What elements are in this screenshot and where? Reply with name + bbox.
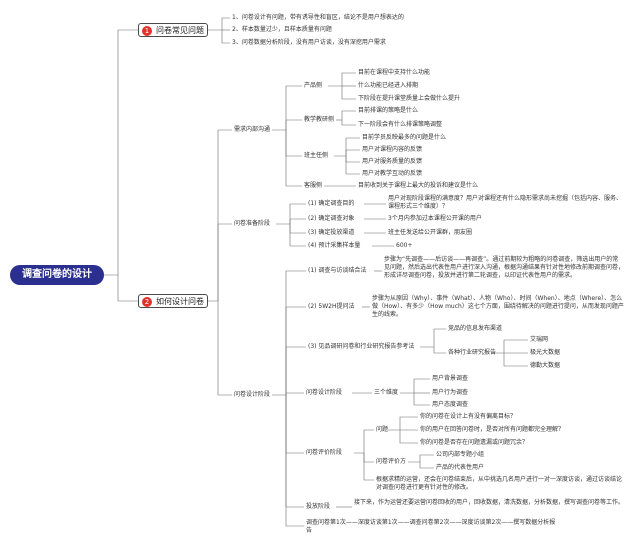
- three-dimensions[interactable]: 三个维度: [374, 389, 399, 396]
- prep-step[interactable]: (4) 预计采集样本量: [308, 242, 361, 249]
- report-source: 极光大数据: [530, 349, 561, 356]
- product-item: 什么功能已经进入排期: [358, 82, 419, 89]
- launch-detail: 接下来，作为运营还要运营问卷回收的用户，回收数据，清洗数据，分析数据，撰写调查问…: [354, 499, 625, 506]
- questions-node[interactable]: 问题: [376, 426, 389, 433]
- question-item: 你的问卷在设计上有没有偏离目标？: [420, 413, 517, 420]
- evaluator-item: 产品的代表性用户: [436, 464, 485, 471]
- product-side[interactable]: 产品侧: [304, 82, 323, 89]
- design-dims-node[interactable]: 问卷设计阶段: [306, 389, 343, 396]
- research-item: 下一阶段会有什么排课策略调整: [358, 121, 443, 128]
- branch-common-problems[interactable]: 1 问卷常见问题: [138, 23, 208, 37]
- prep-step[interactable]: (2) 确定调查对象: [308, 215, 355, 222]
- prep-step[interactable]: (1) 确定调查目的: [308, 200, 355, 207]
- research-side[interactable]: 教学教研侧: [304, 116, 335, 123]
- branch-label: 问卷常见问题: [156, 26, 204, 35]
- evaluate-topic[interactable]: 问卷评价阶段: [306, 449, 343, 456]
- problem-item: 3、问卷数据分析阶段，没有用户访谈，没有深挖用户需求: [232, 39, 386, 46]
- dimension-item: 用户态度调查: [432, 401, 469, 408]
- problem-item: 2、样本数量过少，且样本质量有问题: [232, 26, 332, 33]
- reference-item: 竞品的信息发布渠道: [448, 325, 503, 332]
- service-item: 目前收到关于课程上最大的投诉和建议是什么: [358, 182, 479, 189]
- teacher-item: 用户对课程内容的反馈: [362, 146, 423, 153]
- evaluator-item: 公司内部专题小组: [436, 451, 485, 458]
- prep-topic[interactable]: 问卷准备阶段: [234, 220, 271, 227]
- report-source: 艾瑞网: [530, 336, 549, 343]
- question-item: 你的问卷是否存在问题遗漏或问题冗余？: [420, 439, 529, 446]
- reference-item[interactable]: 各种行业研究报告: [448, 349, 497, 356]
- prep-step-detail: 班主任发送给公开课群，朋友圈: [388, 229, 473, 236]
- prep-step-detail: 600+: [396, 242, 413, 249]
- method-detail: 步骤为“先调查——后访谈——再调查”。通过前期较为粗略的问卷调查，筛选出用户的常…: [384, 256, 625, 279]
- dimension-item: 用户行为调查: [432, 389, 469, 396]
- product-item: 下阶段在提升课堂质量上会做什么提升: [358, 95, 461, 102]
- method-survey-interview[interactable]: (1) 调查与访谈结合法: [308, 267, 367, 274]
- prep-step-detail: 3个月内参加过本课程公开课的用户: [388, 215, 482, 222]
- problem-item: 1、问卷设计有问题，带有诱导性和盲区，结论不是用户想表达的: [232, 14, 404, 21]
- needs-topic[interactable]: 需求内部沟通: [234, 126, 271, 133]
- launch-topic[interactable]: 投放阶段: [306, 503, 331, 510]
- teacher-item: 用户对服务质量的反馈: [362, 158, 423, 165]
- dimension-item: 用户背景调查: [432, 375, 469, 382]
- teacher-item: 目前学员反映最多的问题是什么: [362, 134, 447, 141]
- evaluators-node[interactable]: 问卷评价方: [376, 458, 407, 465]
- method-detail: 步骤为从原因（Why）、事件（What）、人物（Who）、时间（When）、地点…: [372, 295, 624, 318]
- service-side[interactable]: 客服侧: [304, 182, 323, 189]
- question-item: 你的用户在回答问卷时，是否对所有问题都完全理解？: [420, 426, 565, 433]
- method-reference[interactable]: (3) 见品调研问卷和行业研究报告参考法: [308, 343, 415, 350]
- workflow-sequence: 调查问卷第1次——深度访谈第1次——调查问卷第2次——深度访谈第2次——撰写数据…: [306, 519, 556, 534]
- teacher-item: 用户对教学互动的反馈: [362, 170, 423, 177]
- branch-label: 如何设计问卷: [156, 297, 204, 306]
- method-5w2h[interactable]: (2) 5W2H提问法: [308, 303, 355, 310]
- design-topic[interactable]: 问卷设计阶段: [234, 391, 271, 398]
- branch-how-to-design[interactable]: 2 如何设计问卷: [138, 294, 208, 308]
- root-topic[interactable]: 调查问卷的设计: [10, 265, 104, 285]
- report-source: 德勤大数据: [530, 362, 561, 369]
- product-item: 目前在课程中支持什么功能: [358, 69, 431, 76]
- research-item: 目前排课的策略是什么: [358, 107, 419, 114]
- evaluate-note: 根据求精的运营，还会在问卷结束后，从中挑选几名用户进行一对一深度访谈，通过访谈结…: [376, 476, 623, 491]
- prep-step-detail: 用户对现阶段课程的满意度？用户对课程还有什么隐形需求尚未挖掘（包括内容、服务、课…: [388, 195, 623, 210]
- prep-step[interactable]: (3) 确定投放渠道: [308, 229, 355, 236]
- number-badge: 2: [142, 297, 152, 307]
- teacher-side[interactable]: 班主任侧: [304, 152, 329, 159]
- number-badge: 1: [142, 26, 152, 36]
